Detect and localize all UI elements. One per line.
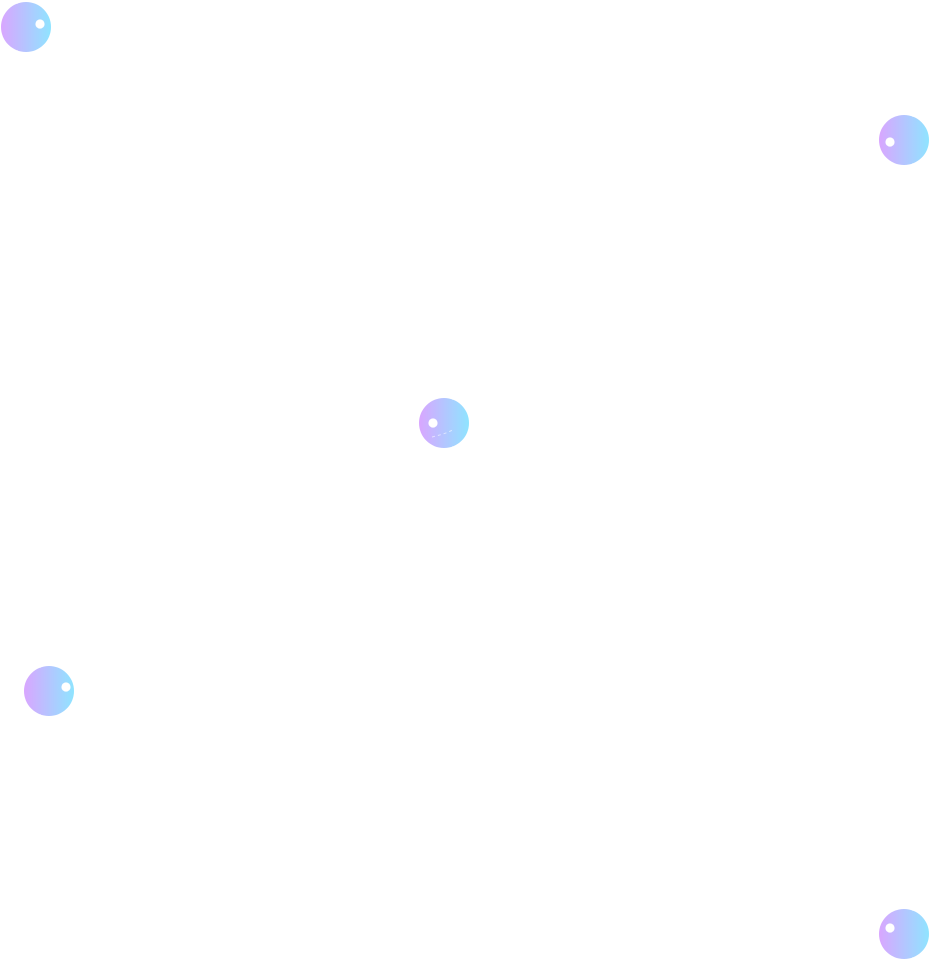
orb-graphic (0, 2, 51, 52)
orb-graphic (23, 666, 74, 716)
orb-graphic (879, 115, 930, 165)
crescent-orb-icon[interactable] (878, 114, 930, 166)
crescent-orb-icon[interactable] (0, 1, 52, 53)
crescent-orb-icon[interactable] (418, 397, 470, 449)
crescent-orb-icon[interactable] (23, 665, 75, 717)
orb-graphic (419, 398, 470, 448)
crescent-orb-icon[interactable] (878, 908, 930, 960)
orb-graphic (879, 909, 930, 959)
